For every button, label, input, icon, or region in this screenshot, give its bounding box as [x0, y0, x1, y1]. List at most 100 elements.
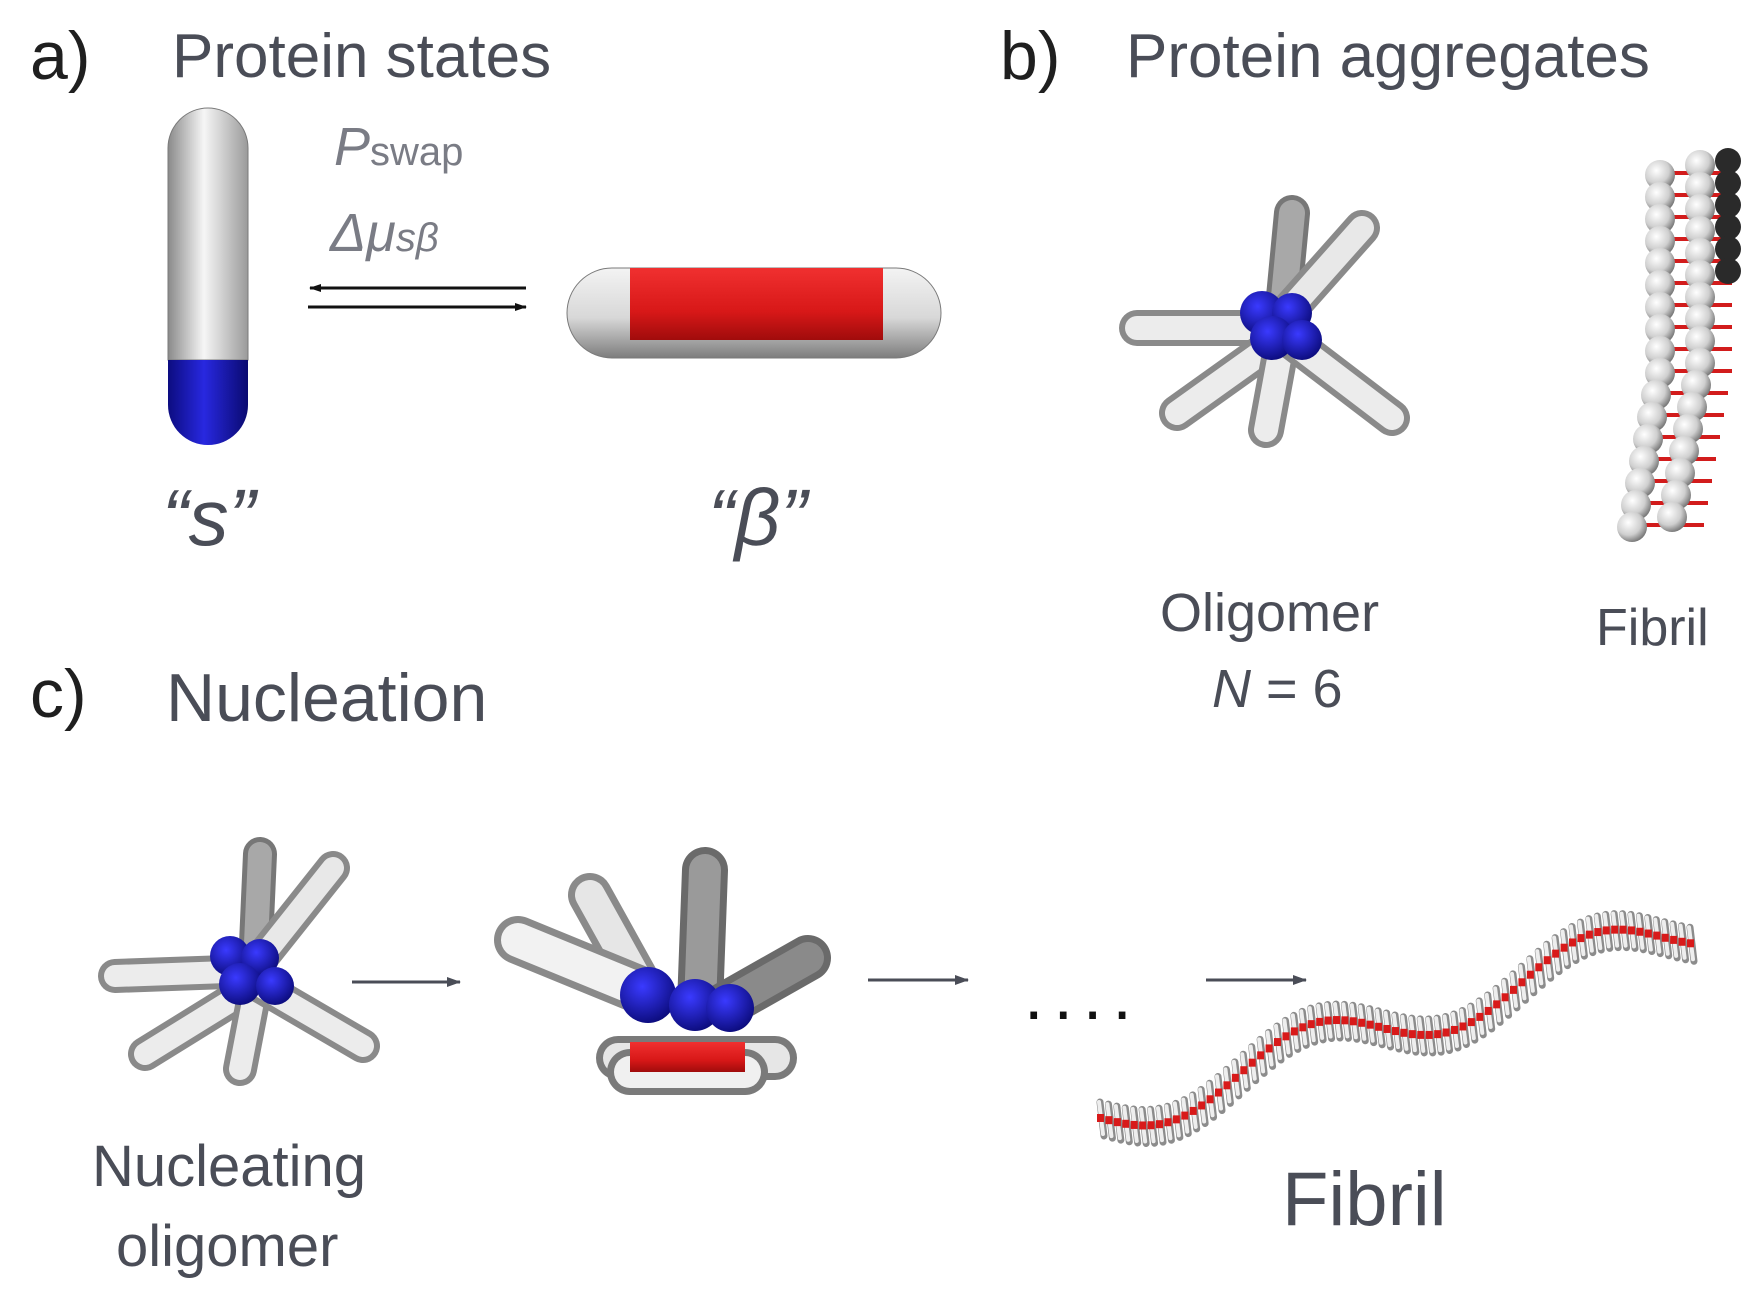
rate-subscript: swap	[370, 130, 464, 174]
fibril-red-segment	[1670, 935, 1678, 944]
fibril-stack-sphere	[1645, 336, 1675, 366]
oligomer-size: N = 6	[1212, 662, 1343, 716]
fibril-red-segment	[1172, 1115, 1180, 1124]
fibril-red-segment	[1307, 1020, 1315, 1029]
fibril-stack-sphere	[1645, 314, 1675, 344]
fibril-red-segment	[1113, 1118, 1121, 1127]
fibril-stack-sphere-dark	[1715, 148, 1741, 174]
fibril-red-segment	[1653, 931, 1661, 940]
fibril-red-segment	[1324, 1016, 1332, 1025]
fibril-red-segment	[1451, 1025, 1458, 1034]
fibril-red-segment	[1189, 1106, 1197, 1115]
fibril-red-segment	[1510, 985, 1517, 994]
fibril-label-c: Fibril	[1282, 1157, 1447, 1242]
fibril-red-segment	[1215, 1088, 1222, 1097]
fibril-red-segment	[1156, 1120, 1163, 1129]
fibril-stack-sphere	[1685, 282, 1715, 312]
fibril-red-segment	[1257, 1051, 1265, 1060]
fibril-red-segment	[1442, 1028, 1450, 1037]
fibril-stack-sphere	[1657, 502, 1687, 532]
fibril-red-segment	[1577, 934, 1585, 943]
fibril-red-segment	[1408, 1030, 1416, 1039]
fibril-red-segment	[1493, 1000, 1501, 1009]
fibril-red-segment	[1341, 1016, 1349, 1025]
fibril-red-segment	[1535, 963, 1543, 972]
rate-symbol: P	[334, 117, 371, 177]
fibril-red-segment	[1198, 1101, 1206, 1110]
fibril-red-segment	[1375, 1022, 1383, 1031]
fibril-red-segment	[1164, 1118, 1172, 1127]
fibril-red-segment	[1459, 1022, 1467, 1031]
fibril-red-segment	[1602, 926, 1610, 935]
fibril-red-segment	[1636, 927, 1644, 936]
fibril-red-segment	[1358, 1018, 1366, 1027]
fibril-red-segment	[1333, 1016, 1340, 1025]
fibril-stack-sphere	[1645, 226, 1675, 256]
fibril-red-segment	[1316, 1017, 1324, 1026]
nucleating-label-line1: Nucleating	[92, 1134, 367, 1199]
fibril-stack-sphere	[1685, 260, 1715, 290]
fibril-red-segment	[1139, 1121, 1147, 1130]
fibril-red-segment	[1611, 925, 1619, 934]
fibril-red-segment	[1552, 949, 1560, 958]
panel-a-letter: a)	[30, 18, 91, 94]
oligomer-star	[1119, 195, 1410, 448]
nucleating-oligomer	[98, 837, 380, 1086]
fibril-stack-sphere-dark	[1715, 236, 1741, 262]
fibril-red-segment	[1274, 1038, 1281, 1047]
fibril-red-segment	[1240, 1066, 1248, 1075]
fibril-stack-sphere	[1645, 248, 1675, 278]
chem-potential-subscript: sβ	[395, 216, 439, 260]
fibril-red-segment	[1518, 978, 1526, 987]
fibril-stack-sphere	[1645, 204, 1675, 234]
fibril-stack-sphere	[1685, 326, 1715, 356]
fibril-stack-sphere-dark	[1715, 170, 1741, 196]
long-fibril	[1096, 910, 1698, 1147]
fibril-stack-sphere	[1685, 216, 1715, 246]
fibril-red-segment	[1223, 1081, 1231, 1090]
fibril-red-segment	[1687, 939, 1694, 948]
fibril-red-segment	[1543, 956, 1551, 965]
fibril-red-segment	[1290, 1027, 1298, 1036]
fibril-red-segment	[1417, 1030, 1425, 1039]
s-state-rod	[167, 107, 249, 445]
oligomer-n-value: = 6	[1251, 659, 1343, 719]
fibril-stack-sphere	[1685, 238, 1715, 268]
fibril-red-segment	[1392, 1027, 1399, 1036]
intermediate-oligomer	[494, 847, 831, 1095]
fibril-red-segment	[1097, 1114, 1104, 1122]
fibril-red-segment	[1560, 943, 1568, 952]
fibril-red-segment	[1628, 926, 1635, 935]
fibril-red-segment	[1181, 1111, 1189, 1120]
fibril-red-segment	[1661, 933, 1669, 942]
fibril-label-b: Fibril	[1596, 599, 1709, 657]
fibril-stack-sphere-dark	[1715, 258, 1741, 284]
fibril-red-segment	[1349, 1017, 1357, 1026]
fibril-red-segment	[1248, 1058, 1256, 1067]
fibril-red-segment	[1585, 930, 1593, 939]
fibril-stack-sphere	[1685, 304, 1715, 334]
fibril-red-segment	[1105, 1116, 1113, 1125]
panel-a-title: Protein states	[172, 22, 552, 91]
fibril-red-segment	[1231, 1073, 1239, 1082]
chem-potential-symbol: Δμ	[330, 203, 396, 263]
rate-label: Pswap	[334, 120, 463, 174]
fibril-red-segment	[1366, 1020, 1374, 1029]
panel-b-letter: b)	[1000, 18, 1061, 94]
nucleating-label-line2: oligomer	[116, 1214, 339, 1279]
fibril-red-segment	[1299, 1023, 1307, 1032]
fibril-red-segment	[1130, 1120, 1138, 1129]
fibril-red-segment	[1467, 1018, 1475, 1027]
fibril-red-segment	[1400, 1028, 1408, 1037]
fibril-red-segment	[1484, 1006, 1492, 1015]
fibril-red-segment	[1619, 925, 1627, 934]
fibril-stack-sphere-dark	[1715, 214, 1741, 240]
fibril-red-segment	[1282, 1032, 1290, 1041]
fibril-stack-sphere	[1645, 182, 1675, 212]
fibril-stack-sphere	[1645, 270, 1675, 300]
fibril-stack-sphere	[1685, 194, 1715, 224]
oligomer-label: Oligomer	[1160, 583, 1380, 643]
fibril-red-segment	[1644, 929, 1652, 938]
fibril-red-segment	[1594, 928, 1602, 937]
